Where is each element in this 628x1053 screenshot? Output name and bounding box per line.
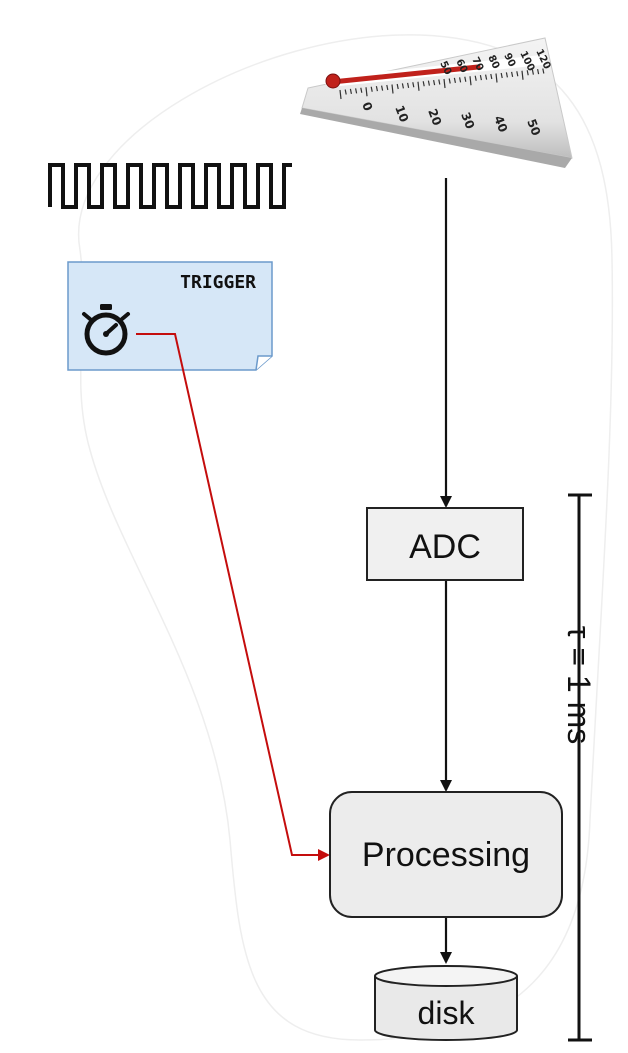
thermometer-tick: [422, 81, 425, 87]
thermometer-lower-label: 50: [524, 117, 543, 138]
thermometer-tick: [485, 74, 488, 80]
processing-box: Processing: [329, 791, 563, 918]
mercury-column: [329, 64, 481, 85]
thermometer-upper-label: 60: [453, 57, 469, 74]
thermometer-tick: [469, 76, 472, 86]
thermometer-tick: [412, 82, 415, 88]
thermometer-upper-label: 70: [469, 55, 485, 72]
thermometer-tick: [344, 89, 347, 95]
thermometer-tick: [407, 82, 410, 88]
thermometer-tick: [427, 80, 430, 86]
thermometer-tick: [360, 87, 363, 93]
thermometer-lower-label: 40: [491, 114, 510, 135]
thermometer-tick: [391, 84, 394, 94]
disk-cylinder: disk: [374, 965, 518, 1041]
trigger-connection-arrow: [136, 333, 330, 861]
thermometer-lower-label: 30: [458, 110, 477, 131]
thermometer-tick: [505, 72, 508, 78]
thermometer-lower-label: 10: [392, 103, 411, 124]
thermometer-tick: [521, 70, 524, 80]
thermometer-tick: [511, 71, 514, 77]
timing-bracket: τ = 1 ms: [561, 493, 597, 1042]
thermometer-tick: [516, 71, 519, 77]
thermometer-tick: [479, 75, 482, 81]
thermometer-tick: [443, 78, 446, 89]
thermometer-tick: [375, 86, 378, 92]
thermometer-lower-label: 20: [425, 107, 444, 128]
disk-label: disk: [418, 995, 476, 1031]
thermometer-tick: [495, 73, 498, 83]
thermometer-tick: [401, 83, 404, 89]
thermometer-tick: [537, 68, 540, 75]
thermometer-tick: [474, 75, 477, 81]
thermometer-tick: [417, 81, 420, 91]
thermometer-tick: [355, 88, 358, 94]
thermometer-tick: [370, 86, 373, 92]
processing-label: Processing: [362, 836, 530, 874]
trigger-label: TRIGGER: [180, 272, 256, 293]
thermometer-tick: [526, 70, 529, 76]
thermometer-tick: [448, 78, 451, 84]
thermometer-tick: [349, 88, 352, 95]
thermometer-tick: [433, 79, 436, 86]
clock-signal-icon: [48, 163, 292, 209]
stopwatch-icon: [82, 304, 130, 356]
adc-label: ADC: [409, 528, 481, 566]
thermometer-tick: [365, 87, 368, 97]
thermometer-tick: [386, 84, 389, 91]
thermometer-tick: [531, 69, 534, 75]
thermometer-tick: [453, 77, 456, 84]
thermometer-upper-label: 90: [501, 51, 517, 68]
adc-box: ADC: [366, 507, 524, 581]
thermometer-tick: [339, 89, 342, 100]
thermometer-upper-label: 80: [485, 53, 501, 70]
thermometer-tick: [459, 77, 462, 83]
thermometer-tick: [490, 73, 493, 80]
thermometer-tick: [500, 72, 503, 79]
thermometer-tick: [381, 85, 384, 91]
timing-label: τ = 1 ms: [561, 626, 597, 744]
thermometer-tick: [464, 76, 467, 82]
thermometer-upper-label: 50: [437, 59, 453, 76]
thermometer-bulb: [325, 73, 341, 89]
thermometer-tick: [438, 79, 441, 85]
trigger-card: TRIGGER: [67, 261, 273, 371]
thermometer-tick: [396, 83, 399, 90]
thermometer-tick: [542, 68, 545, 74]
